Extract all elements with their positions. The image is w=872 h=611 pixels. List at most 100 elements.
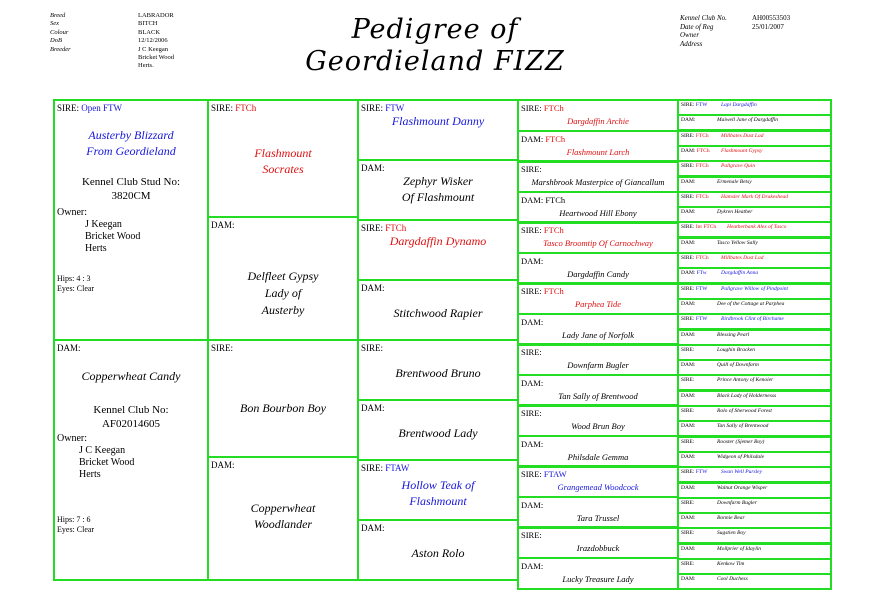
pedigree-label: DAM: bbox=[521, 500, 544, 510]
pedigree-label: DAM: bbox=[681, 576, 696, 582]
ancestor-name: Tan Sally of Brentwood bbox=[717, 423, 769, 429]
pedigree-label: DAM: bbox=[521, 561, 544, 571]
pedigree-label: DAM: FTCh bbox=[681, 148, 710, 154]
ancestor-name: Pallgrave Quin bbox=[721, 163, 756, 169]
gen4-box: SIRE: Marshbrook Masterpice of Giancallu… bbox=[517, 160, 679, 193]
gen5-box: SIRE: FTCh Pallgrave Quin bbox=[677, 160, 832, 177]
ancestor-name: Flashmount Danny bbox=[391, 114, 485, 128]
ancestor-name: Ermenale Betsy bbox=[717, 179, 752, 185]
pedigree-label: DAM: bbox=[681, 485, 696, 491]
ancestor-name: Bonnie Bear bbox=[717, 515, 745, 521]
ancestor-name: Irazdobbuck bbox=[576, 543, 620, 553]
title-badge: FTCh bbox=[545, 134, 566, 144]
pedigree-label: SIRE: bbox=[521, 164, 542, 174]
title-badge: FTW bbox=[695, 316, 708, 322]
pedigree-label: SIRE: FTCh bbox=[361, 223, 407, 233]
title-badge: FTW bbox=[695, 102, 708, 108]
ancestor-name: Rolo of Sherwood Forest bbox=[717, 408, 772, 414]
pedigree-label: DAM: bbox=[361, 163, 385, 173]
ancestor-name: Brentwood Bruno bbox=[395, 366, 481, 380]
ancestor-name: Kenkow Tim bbox=[717, 561, 745, 567]
pedigree-label: SIRE: Open FTW bbox=[57, 103, 123, 113]
ancestor-name: Millbates Dust Lad bbox=[721, 133, 764, 139]
pedigree-label: SIRE: bbox=[681, 347, 695, 353]
title-badge: FTCh bbox=[545, 195, 566, 205]
pedigree-label: DAM: bbox=[681, 362, 696, 368]
title-badge: FTAW bbox=[385, 463, 410, 473]
detail-key: Colour bbox=[50, 28, 69, 36]
gen3-box: SIRE: Brentwood Bruno bbox=[357, 339, 519, 401]
title-badge: FTCh bbox=[695, 255, 709, 261]
gen5-box: DAM: Tan Sally of Brentwood bbox=[677, 420, 832, 437]
ancestor-name: Pallgrave Willow of Pindpoint bbox=[721, 286, 789, 292]
gen5-box: DAM: Maiwell Jane of Dargdaffin bbox=[677, 114, 832, 131]
gen4-box: SIRE: Irazdobbuck bbox=[517, 526, 679, 559]
ancestor-name: Widgeon of Philsdale bbox=[717, 454, 765, 460]
title-badge: FTW bbox=[385, 103, 405, 113]
pedigree-label: DAM: bbox=[681, 179, 696, 185]
ancestor-name: Black Lady of Holdernesss bbox=[717, 393, 777, 399]
detail-value: Herts. bbox=[138, 62, 154, 70]
title-badge: Int FTCh bbox=[695, 224, 717, 230]
ancestor-name: Hamsler Mark Of Drakeshead bbox=[721, 194, 789, 200]
pedigree-label: DAM: bbox=[681, 209, 696, 215]
gen4-box: DAM: Tara Trussel bbox=[517, 496, 679, 529]
pedigree-label: SIRE: FTCh bbox=[521, 103, 564, 113]
detail-key: Breeder bbox=[50, 45, 71, 53]
pedigree-label: SIRE: bbox=[361, 343, 384, 353]
pedigree-label: DAM: FTCh bbox=[521, 195, 566, 205]
ancestor-name: Birdbrook Clint of Birchame bbox=[721, 316, 784, 322]
pedigree-label: SIRE: FTW bbox=[681, 286, 708, 292]
pedigree-label: SIRE: FTW bbox=[681, 469, 708, 475]
ancestor-name: Walnut Orange Wisper bbox=[717, 485, 768, 491]
ancestor-name: Heatherbank Alex of Tasco bbox=[727, 224, 787, 230]
ancestor-name: Loughin Bracken bbox=[717, 347, 756, 353]
detail-key: Breed bbox=[50, 12, 66, 19]
gen2-box: SIRE: Bon Bourbon Boy bbox=[207, 339, 359, 458]
pedigree-label: DAM: bbox=[521, 378, 544, 388]
title-badge: FTCh bbox=[695, 194, 709, 200]
pedigree-label: SIRE: bbox=[521, 408, 542, 418]
ancestor-name: Parphea Tide bbox=[574, 299, 622, 309]
pedigree-label: DAM: bbox=[521, 256, 544, 266]
pedigree-label: DAM: bbox=[361, 283, 385, 293]
pedigree-label: DAM: FTw bbox=[681, 270, 707, 276]
pedigree-label: SIRE: FTCh bbox=[681, 163, 709, 169]
pedigree-label: SIRE: Int FTCh bbox=[681, 224, 717, 230]
reg-key: Date of Reg bbox=[680, 22, 714, 31]
pedigree-label: SIRE: bbox=[681, 500, 695, 506]
ancestor-name: Downfarm Bugler bbox=[567, 360, 629, 370]
gen1-dam-box: DAM: Copperwheat Candy Kennel Club No:AF… bbox=[53, 339, 209, 581]
pedigree-label: SIRE: bbox=[211, 343, 234, 353]
pedigree-label: SIRE: bbox=[521, 530, 542, 540]
reg-key: Address bbox=[680, 39, 703, 48]
detail-key bbox=[50, 62, 138, 70]
title-badge: FTCh bbox=[385, 223, 407, 233]
title-badge: FTCh bbox=[695, 163, 709, 169]
pedigree-label: SIRE: FTCh bbox=[521, 286, 564, 296]
detail-value: BLACK bbox=[138, 28, 161, 36]
pedigree-label: SIRE: FTCh bbox=[681, 194, 709, 200]
pedigree-label: SIRE: bbox=[681, 439, 695, 445]
detail-key: DoB bbox=[50, 37, 62, 45]
gen4-box: SIRE: Wood Brun Boy bbox=[517, 404, 679, 437]
pedigree-label: DAM: bbox=[211, 220, 235, 230]
reg-key: Owner bbox=[680, 31, 700, 40]
detail-key: Sex bbox=[50, 20, 60, 28]
ancestor-name: Tara Trussel bbox=[576, 513, 620, 523]
pedigree-label: DAM: bbox=[57, 343, 81, 353]
ancestor-name: Dargdaffin Anna bbox=[721, 270, 759, 276]
title-badge: FTCh bbox=[543, 225, 564, 235]
pedigree-label: SIRE: FTAW bbox=[521, 469, 567, 479]
